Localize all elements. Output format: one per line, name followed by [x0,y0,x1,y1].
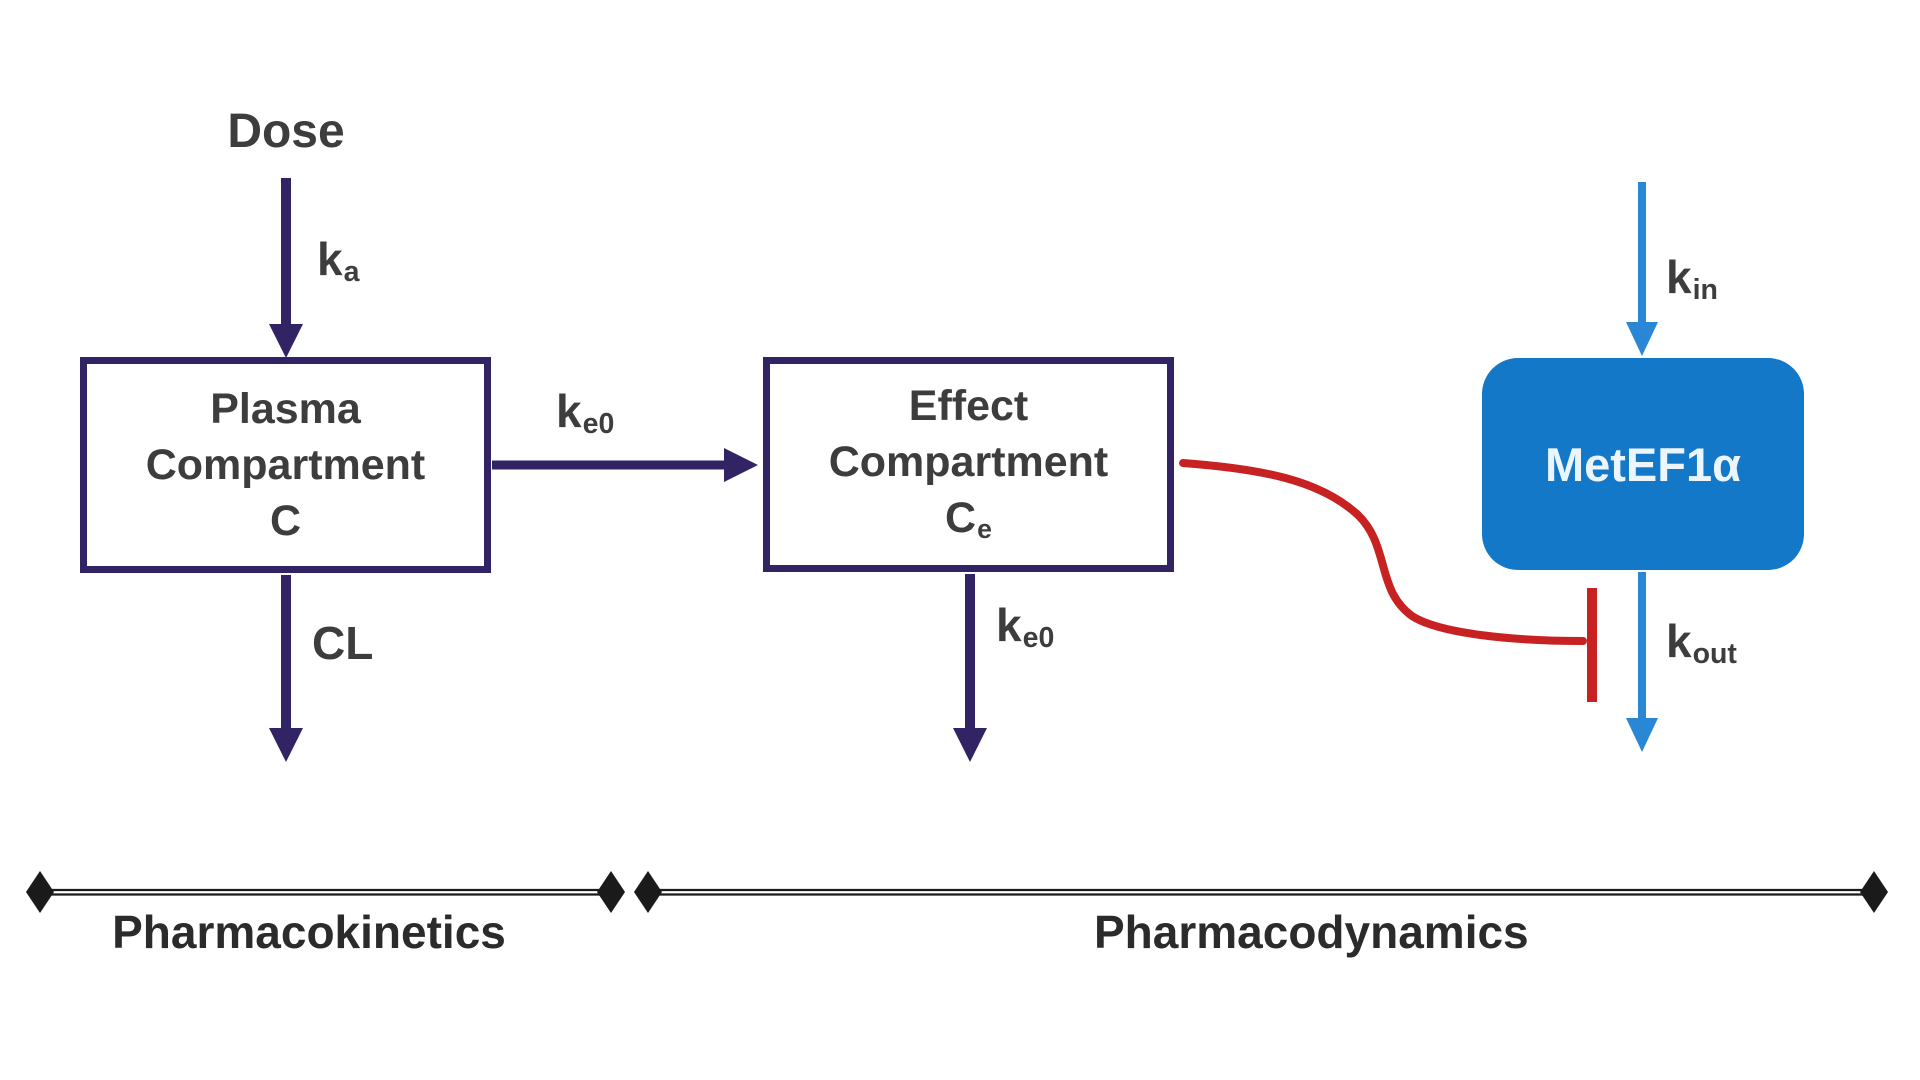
axis-diamond-mid-right [634,871,662,913]
dose-absorption-arrow [269,178,303,358]
ke0-elimination-rate-label: ke0 [996,599,1055,655]
kin-arrow [1626,182,1658,356]
effect-box-line2: Compartment [828,438,1109,486]
kout-rate-label: kout [1666,615,1737,671]
pharmacodynamics-axis-label: Pharmacodynamics [1094,906,1529,958]
axis-diamond-left [26,871,54,913]
kin-rate-label: kin [1666,251,1718,307]
plasma-box-symbol: C [269,497,302,545]
plasma-box-line1: Plasma [210,385,361,433]
dose-label: Dose [227,105,345,158]
effect-box-line1: Effect [908,382,1029,430]
clearance-arrow [269,575,303,762]
plasma-compartment-box: Plasma Compartment C [80,357,491,573]
ke0-transfer-rate-label: ke0 [556,385,615,441]
plasma-box-line2: Compartment [145,441,426,489]
axis-diamond-mid-left [597,871,625,913]
effect-box-symbol: Ce [945,494,992,544]
axis-diamond-right [1860,871,1888,913]
pharmacokinetics-axis-label: Pharmacokinetics [112,906,506,958]
metef1a-box-label: MetEF1α [1544,437,1742,491]
transfer-arrow [492,448,758,482]
inhibition-connector [1179,459,1597,702]
pk-pd-axis [26,871,1888,913]
effect-compartment-box: Effect Compartment Ce [763,357,1174,572]
ka-rate-label: ka [317,233,360,289]
cl-rate-label: CL [312,617,374,669]
kout-arrow [1626,572,1658,752]
metef1a-box: MetEF1α [1482,358,1804,570]
elimination-arrow [953,574,987,762]
